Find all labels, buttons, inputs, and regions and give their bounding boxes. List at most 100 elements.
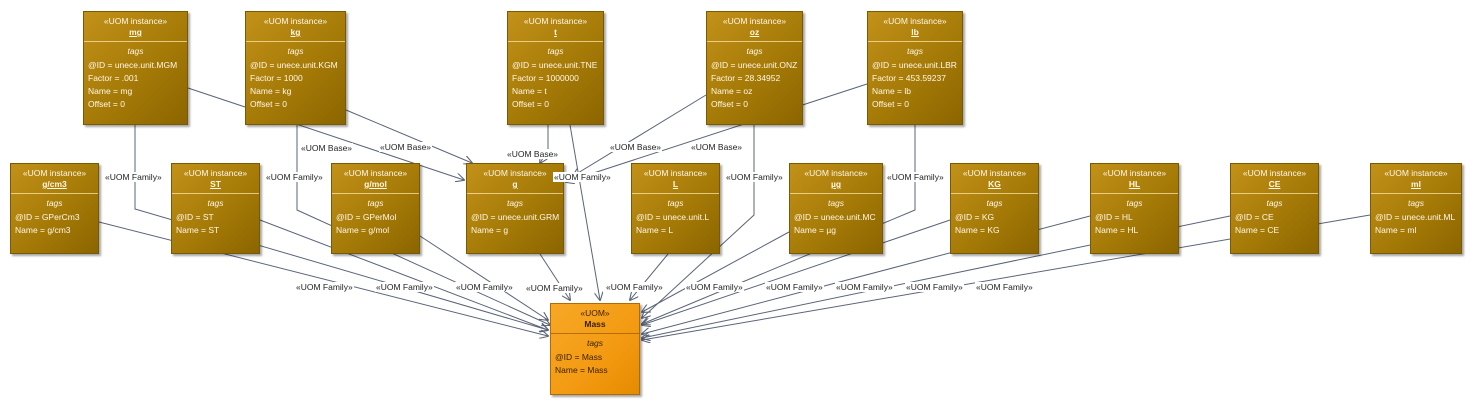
tags-header: tags <box>906 46 924 56</box>
tag-id: @ID = unece.unit.GRM <box>471 212 560 222</box>
separator <box>707 41 802 42</box>
instance-name: L <box>672 179 679 189</box>
tag-id: @ID = unece.unit.KGM <box>250 60 338 70</box>
uom-instance-hl[interactable]: «UOM instance» HL tags @ID = HL Name = H… <box>1090 163 1179 254</box>
edge-label-uom-family: «UOM Family» <box>553 172 612 182</box>
instance-name: KG <box>988 179 1001 189</box>
stereotype: «UOM instance» <box>343 168 408 178</box>
tag-name: Name = g <box>471 225 509 235</box>
connector-line <box>566 83 868 182</box>
tag-name: Name = µg <box>794 225 836 235</box>
stereotype: «UOM instance» <box>183 168 248 178</box>
stereotype: «UOM instance» <box>962 168 1027 178</box>
uom-instance-g-per-mol[interactable]: «UOM instance» g/mol tags @ID = GPerMol … <box>331 163 420 254</box>
separator <box>632 193 719 194</box>
uom-instance-l[interactable]: «UOM instance» L tags @ID = unece.unit.L… <box>631 163 720 254</box>
edge-label-uom-family: «UOM Family» <box>765 282 824 292</box>
connector-line <box>573 94 707 176</box>
edge-label-uom-family: «UOM Family» <box>725 172 784 182</box>
stereotype: «UOM instance» <box>263 16 328 26</box>
tags-header: tags <box>367 198 384 208</box>
uom-instance-t[interactable]: «UOM instance» t tags @ID = unece.unit.T… <box>507 11 604 125</box>
stereotype: «UOM instance» <box>22 168 87 178</box>
connector-line <box>642 231 790 312</box>
tag-name: Name = ST <box>176 225 220 235</box>
tag-name: Name = CE <box>1235 225 1280 235</box>
connector-line <box>642 219 951 325</box>
separator <box>84 41 187 42</box>
tag-factor: Factor = 453.59237 <box>872 73 946 83</box>
separator <box>11 193 98 194</box>
edge-label-uom-base: «UOM Base» <box>300 143 354 153</box>
tags-header: tags <box>46 198 63 208</box>
tags-header: tags <box>547 46 564 56</box>
tag-offset: Offset = 0 <box>88 99 125 109</box>
connector-line <box>642 125 755 318</box>
instance-name: g/cm3 <box>42 179 67 189</box>
stereotype: «UOM instance» <box>804 168 868 178</box>
edge-label-uom-family: «UOM Family» <box>835 282 894 292</box>
stereotype: «UOM instance» <box>103 16 168 26</box>
separator <box>790 193 882 194</box>
uom-instance-oz[interactable]: «UOM instance» oz tags @ID = unece.unit.… <box>706 11 803 125</box>
uom-instance-ug[interactable]: «UOM instance» µg tags @ID = unece.unit.… <box>789 163 883 254</box>
tags-header: tags <box>827 198 845 208</box>
tag-name: Name = mg <box>88 86 133 96</box>
uom-mass[interactable]: «UOM» Mass tags @ID = Mass Name = Mass <box>550 303 640 395</box>
uom-instance-ce[interactable]: «UOM instance» CE tags @ID = CE Name = C… <box>1230 163 1319 254</box>
uom-instance-g[interactable]: «UOM instance» g tags @ID = unece.unit.G… <box>466 163 564 254</box>
separator <box>467 193 563 194</box>
stereotype: «UOM instance» <box>523 16 588 26</box>
uom-name: Mass <box>584 319 606 329</box>
stereotype: «UOM instance» <box>883 16 947 26</box>
edge-label-uom-family: «UOM Family» <box>685 282 744 292</box>
instance-name: ml <box>1411 179 1421 189</box>
separator <box>1231 193 1318 194</box>
tag-offset: Offset = 0 <box>250 99 287 109</box>
edge-label-uom-family: «UOM Family» <box>455 282 514 292</box>
tags-header: tags <box>1407 198 1425 208</box>
tag-factor: Factor = 1000000 <box>512 73 579 83</box>
connector-line <box>419 235 548 320</box>
uom-instance-lb[interactable]: «UOM instance» lb tags @ID = unece.unit.… <box>867 11 963 125</box>
instance-name: ST <box>210 179 221 189</box>
edge-label-uom-base: «UOM Base» <box>379 142 433 152</box>
tag-name: Name = t <box>512 86 547 96</box>
tag-id: @ID = unece.unit.ONZ <box>711 60 798 70</box>
instance-name: kg <box>290 27 301 37</box>
separator <box>551 333 639 334</box>
instance-name: g <box>512 179 518 189</box>
uom-instance-g-per-cm3[interactable]: «UOM instance» g/cm3 tags @ID = GPerCm3 … <box>10 163 99 254</box>
stereotype: «UOM instance» <box>483 168 547 178</box>
tag-id: @ID = unece.unit.TNE <box>512 60 598 70</box>
instance-name: CE <box>1268 179 1281 189</box>
tags-header: tags <box>207 198 224 208</box>
uom-instance-kg-upper[interactable]: «UOM instance» KG tags @ID = KG Name = K… <box>950 163 1039 254</box>
tag-name: Name = g/mol <box>336 225 390 235</box>
edge-label-uom-base: «UOM Base» <box>690 142 744 152</box>
edge-label-uom-family: «UOM Family» <box>525 283 584 293</box>
stereotype: «UOM instance» <box>1102 168 1167 178</box>
separator <box>951 193 1038 194</box>
tag-name: Name = KG <box>955 225 1000 235</box>
tags-header: tags <box>287 46 304 56</box>
uom-instance-ml[interactable]: «UOM instance» ml tags @ID = unece.unit.… <box>1370 163 1462 254</box>
tag-id: @ID = GPerMol <box>336 212 397 222</box>
stereotype: «UOM instance» <box>722 16 787 26</box>
uom-instance-mg[interactable]: «UOM instance» mg tags @ID = unece.unit.… <box>83 11 188 125</box>
edge-label-uom-family: «UOM Family» <box>104 172 163 182</box>
stereotype: «UOM instance» <box>643 168 708 178</box>
tag-id: @ID = unece.unit.L <box>636 212 710 222</box>
tag-id: @ID = unece.unit.MGM <box>88 60 178 70</box>
tags-header: tags <box>586 338 604 348</box>
tag-id: @ID = unece.unit.LBR <box>872 60 957 70</box>
tags-header: tags <box>506 198 524 208</box>
uom-instance-kg[interactable]: «UOM instance» kg tags @ID = unece.unit.… <box>245 11 346 125</box>
instance-name: oz <box>749 27 760 37</box>
tag-name: Name = L <box>636 225 674 235</box>
tag-offset: Offset = 0 <box>872 99 909 109</box>
instance-name: lb <box>911 27 919 37</box>
tag-factor: Factor = 28.34952 <box>711 73 781 83</box>
uom-instance-st[interactable]: «UOM instance» ST tags @ID = ST Name = S… <box>171 163 260 254</box>
separator <box>868 41 962 42</box>
